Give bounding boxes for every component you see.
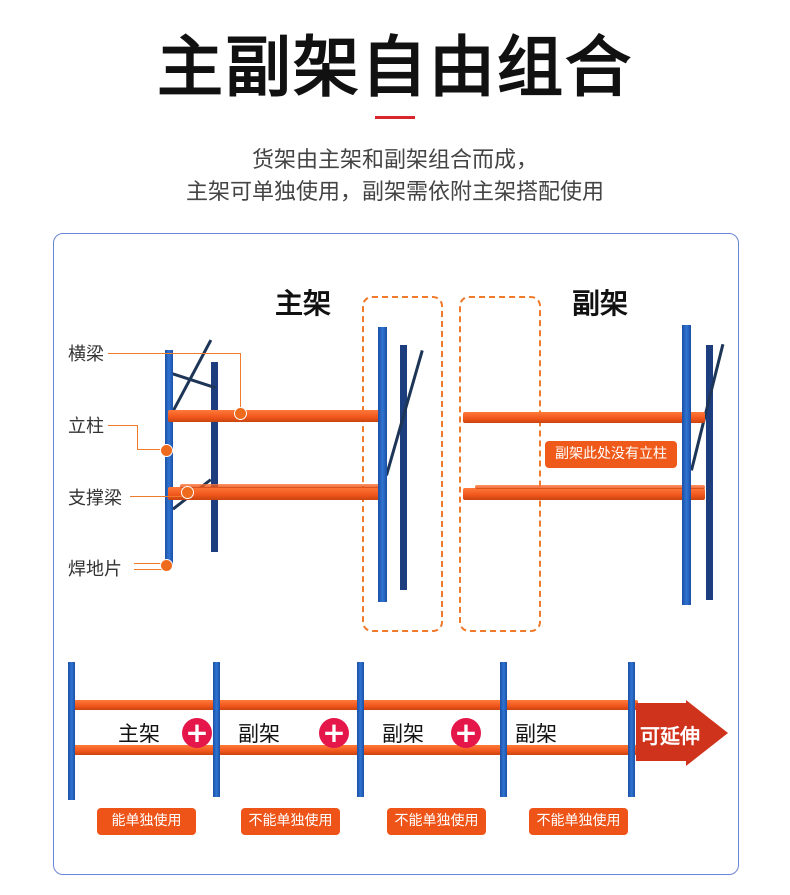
unit-label: 副架 [238,722,280,746]
leader-line [108,425,138,450]
plus-icon: + [182,718,212,748]
unit-label: 副架 [515,722,557,746]
page-title: 主副架自由组合 [157,29,633,106]
unit-label: 主架 [118,722,160,746]
part-label-crossbeam: 横梁 [68,344,104,365]
title-underline [375,116,415,119]
usage-tag: 不能单独使用 [387,808,486,835]
leader-line [137,449,163,450]
base-plate-marker [160,559,173,572]
crossbeam-marker [234,407,247,420]
leader-line [130,496,182,497]
unit-label: 副架 [382,722,424,746]
subtitle-line-1: 货架由主架和副架组合而成， [251,148,538,173]
leader-line [108,353,241,411]
part-label-base-plate: 焊地片 [68,559,122,580]
extend-label: 可延伸 [640,724,700,748]
usage-tag: 不能单独使用 [529,808,628,835]
main-frame-heading: 主架 [275,287,332,320]
usage-tag: 不能单独使用 [241,808,340,835]
leader-line [134,563,162,570]
part-label-support-beam: 支撑梁 [68,488,122,509]
main-upright-highlight [362,296,443,632]
extend-arrow [636,703,688,761]
part-label-upright: 立柱 [68,416,104,437]
subtitle-line-2: 主架可单独使用，副架需依附主架搭配使用 [185,180,604,205]
sub-frame-heading: 副架 [572,287,629,320]
sub-missing-upright-highlight [459,296,541,632]
diagram-card [53,233,739,875]
usage-tag: 能单独使用 [97,808,196,835]
sub-frame-note: 副架此处没有立柱 [545,441,677,468]
plus-icon: + [451,718,481,748]
plus-icon: + [319,718,349,748]
upright-marker [160,444,173,457]
support-beam-marker [181,486,194,499]
